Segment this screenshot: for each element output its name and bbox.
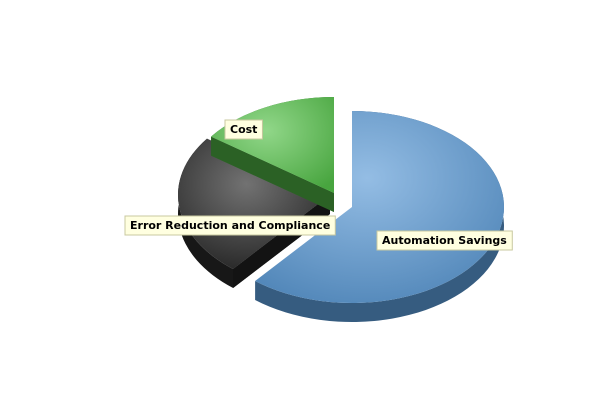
slice-label-text: Cost xyxy=(230,123,257,136)
slice-label-box xyxy=(124,215,336,236)
slice-label-text: Automation Savings xyxy=(382,234,507,247)
pie-slice-top xyxy=(255,111,505,303)
slice-label: Automation Savings xyxy=(376,230,513,251)
slice-label-text: Error Reduction and Compliance xyxy=(130,219,330,232)
slice-label-box xyxy=(224,119,263,140)
pie-slice-wall xyxy=(211,136,334,212)
pie-slice-side xyxy=(255,111,505,322)
slice-label: Error Reduction and Compliance xyxy=(124,215,336,236)
pie-labels: Automation Savings Error Reduction and Co… xyxy=(124,119,513,251)
slice-label: Cost xyxy=(224,119,263,140)
slice-label-box xyxy=(376,230,513,251)
pie-slice-top xyxy=(177,138,330,269)
pie-slice-automation-savings xyxy=(255,111,505,322)
